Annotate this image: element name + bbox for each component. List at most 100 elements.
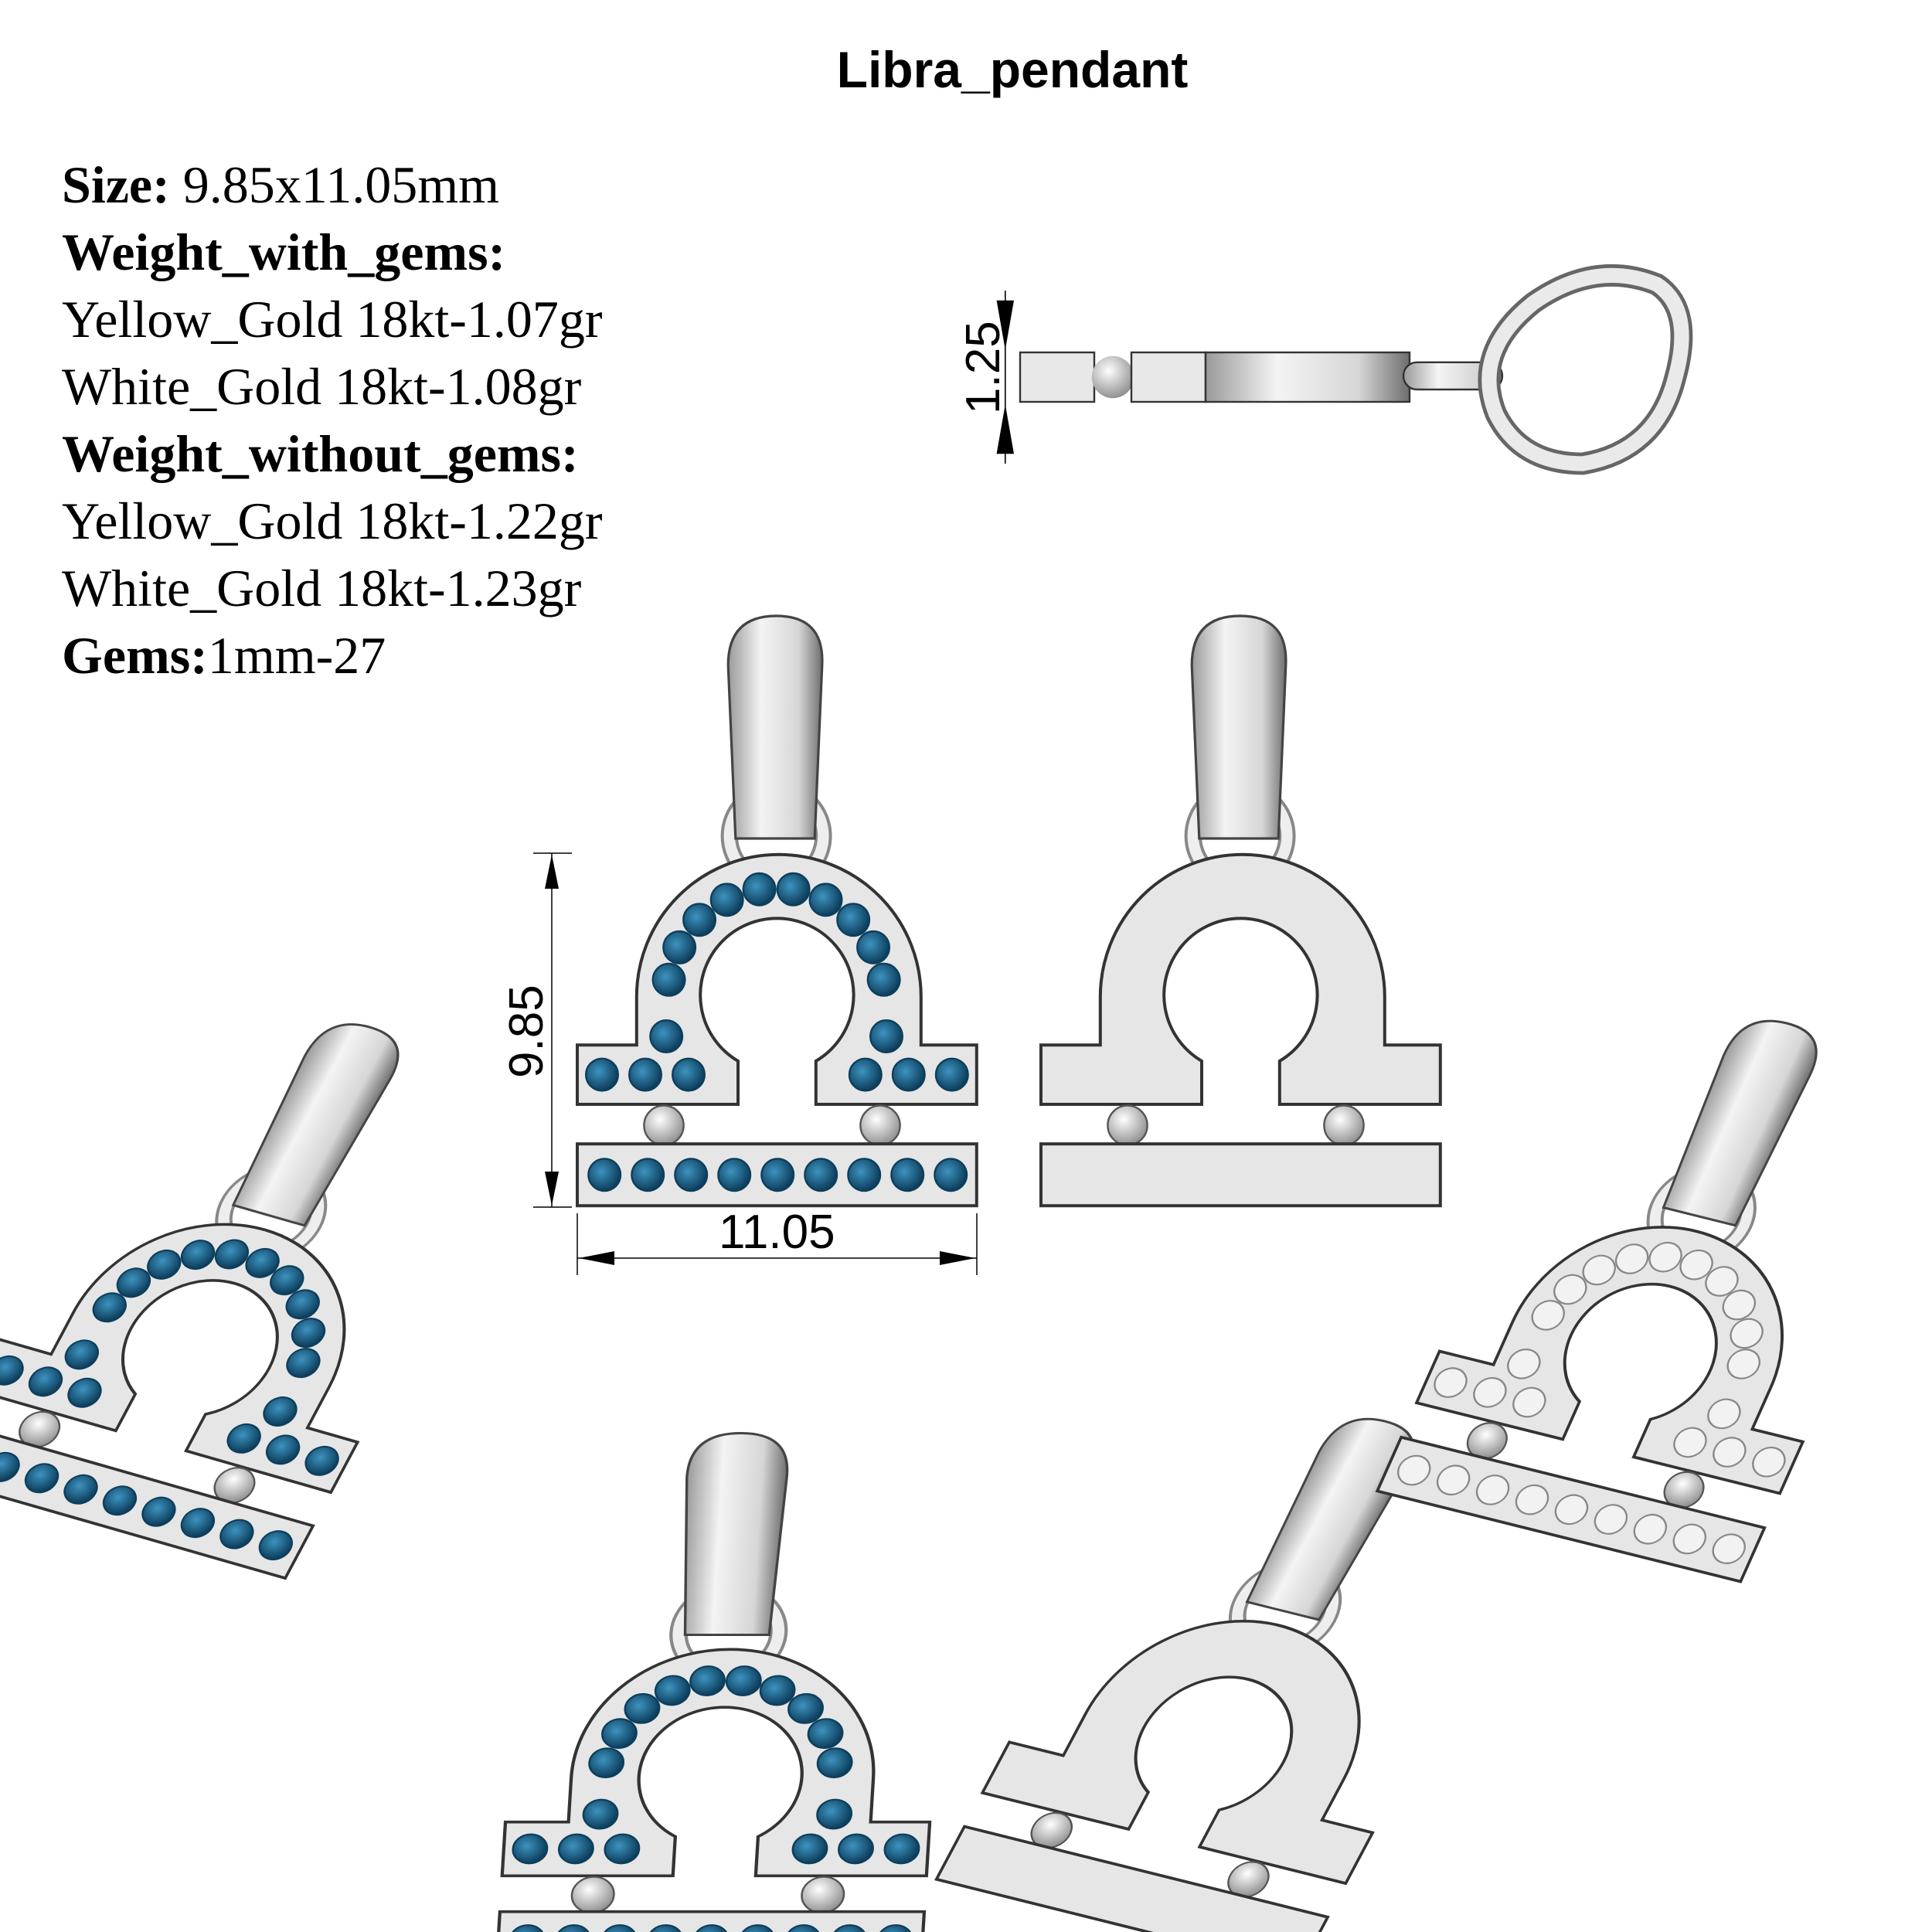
gem bbox=[876, 1923, 913, 1932]
gem bbox=[808, 883, 843, 917]
gem bbox=[883, 1833, 920, 1865]
gem-seat bbox=[1436, 1464, 1471, 1496]
gem-seat bbox=[1614, 1243, 1649, 1274]
gem bbox=[265, 1434, 301, 1465]
gem bbox=[816, 1747, 853, 1779]
size-label: Size: bbox=[62, 155, 170, 214]
gem bbox=[245, 1247, 280, 1278]
gem bbox=[555, 1923, 591, 1932]
gem bbox=[709, 883, 744, 917]
gem bbox=[624, 1692, 661, 1724]
gem bbox=[784, 1923, 821, 1932]
gem bbox=[270, 1265, 304, 1296]
gem bbox=[890, 1158, 925, 1192]
gem bbox=[147, 1249, 182, 1280]
gem bbox=[604, 1833, 641, 1865]
width-dimension-line: 11.05 bbox=[577, 1206, 978, 1275]
gem bbox=[692, 1923, 730, 1932]
gem bbox=[816, 1798, 853, 1830]
without-gems-white: White_Gold 18kt-1.23gr bbox=[62, 559, 582, 617]
gem bbox=[847, 1158, 882, 1192]
gem-seat bbox=[1726, 1349, 1761, 1379]
gem bbox=[689, 1665, 726, 1697]
gems-value: 1mm-27 bbox=[207, 626, 386, 685]
gem bbox=[64, 1339, 99, 1370]
gem bbox=[787, 1692, 824, 1724]
gem bbox=[628, 1057, 663, 1092]
perspective-left-gems bbox=[0, 976, 551, 1578]
gem bbox=[600, 1923, 638, 1932]
gem bbox=[776, 872, 811, 906]
page-title: Libra_pendant bbox=[836, 41, 1189, 98]
perspective-right-setting bbox=[1376, 978, 1879, 1583]
with-gems-white: White_Gold 18kt-1.08gr bbox=[62, 357, 582, 416]
gem bbox=[831, 1923, 867, 1932]
gem-seat bbox=[1554, 1494, 1589, 1526]
gem bbox=[807, 1718, 844, 1750]
gem-seat bbox=[1712, 1533, 1746, 1564]
gem-seat bbox=[1633, 1513, 1668, 1545]
gem-seat bbox=[1515, 1484, 1549, 1515]
gem bbox=[585, 1057, 620, 1092]
gem-seat bbox=[1553, 1274, 1587, 1305]
gem bbox=[0, 1451, 20, 1482]
gem bbox=[291, 1318, 326, 1349]
gem bbox=[654, 1675, 691, 1706]
gem bbox=[760, 1158, 795, 1192]
gem bbox=[848, 1057, 883, 1092]
gem bbox=[804, 1158, 838, 1192]
gem-seat bbox=[1672, 1523, 1707, 1555]
front-view-back bbox=[1041, 616, 1440, 1206]
gem bbox=[24, 1463, 60, 1494]
gem bbox=[63, 1474, 98, 1505]
gem bbox=[631, 1158, 665, 1192]
gem-seat bbox=[1713, 1437, 1747, 1468]
gem-seat bbox=[1507, 1349, 1541, 1379]
without-gems-yellow: Yellow_Gold 18kt-1.22gr bbox=[62, 492, 603, 550]
gem bbox=[856, 930, 891, 964]
gem bbox=[601, 1718, 638, 1750]
gem-seat bbox=[1707, 1398, 1741, 1430]
size-value: 9.85x11.05mm bbox=[169, 155, 499, 214]
gem-seat bbox=[1473, 1377, 1507, 1408]
gem-seat bbox=[1512, 1386, 1546, 1418]
height-dimension: 9.85 bbox=[500, 985, 553, 1078]
gem bbox=[588, 1747, 625, 1779]
weight-without-gems-heading: Weight_without_gems: bbox=[62, 420, 603, 488]
gems-label: Gems: bbox=[62, 626, 208, 685]
gem bbox=[891, 1057, 926, 1092]
gem bbox=[304, 1445, 339, 1476]
gem bbox=[512, 1833, 549, 1865]
gem bbox=[934, 1158, 968, 1192]
gem bbox=[717, 1158, 752, 1192]
gem-seat bbox=[1582, 1254, 1616, 1286]
gem bbox=[672, 1057, 706, 1092]
gem bbox=[557, 1833, 594, 1865]
gem-seat bbox=[1648, 1241, 1682, 1273]
gem bbox=[662, 930, 697, 964]
height-dimension-line: 9.85 bbox=[500, 852, 572, 1208]
gem bbox=[582, 1798, 619, 1830]
gem-seat bbox=[1475, 1475, 1510, 1505]
size-line: Size: 9.85x11.05mm bbox=[62, 151, 603, 219]
with-gems-yellow: Yellow_Gold 18kt-1.07gr bbox=[62, 290, 603, 349]
gem bbox=[285, 1289, 320, 1320]
gem bbox=[759, 1675, 796, 1706]
gem-seat bbox=[1679, 1249, 1713, 1281]
gem bbox=[742, 872, 777, 906]
gem bbox=[836, 903, 871, 937]
gem bbox=[102, 1485, 138, 1516]
gem bbox=[869, 1019, 904, 1054]
gem bbox=[219, 1519, 254, 1549]
gem bbox=[258, 1530, 293, 1561]
gem bbox=[180, 1508, 216, 1539]
gem bbox=[67, 1377, 102, 1408]
weight-without-gems-label: Weight_without_gems: bbox=[62, 424, 579, 483]
gem bbox=[28, 1366, 63, 1397]
gem-seat bbox=[1531, 1300, 1565, 1331]
gem bbox=[286, 1348, 321, 1379]
weight-with-gems-label: Weight_with_gems: bbox=[62, 223, 506, 281]
thickness-dimension: 1.25 bbox=[957, 321, 1010, 414]
gem bbox=[587, 1158, 622, 1192]
